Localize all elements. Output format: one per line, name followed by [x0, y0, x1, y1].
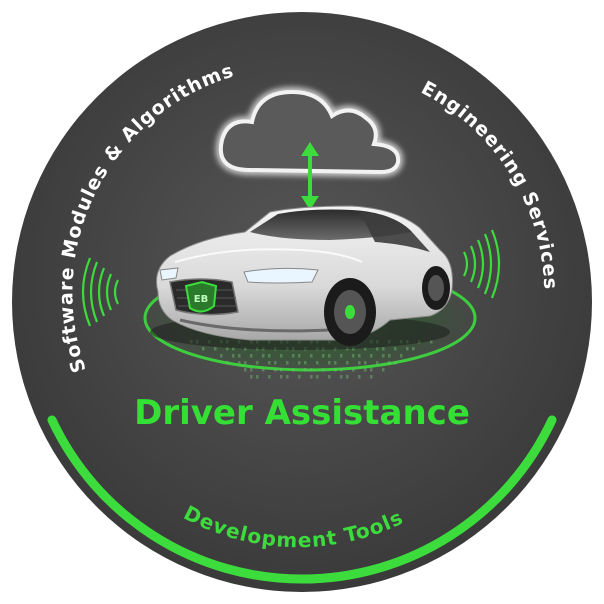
sensor-waves-right-icon: [463, 229, 501, 299]
bottom-accent-arc: [47, 415, 557, 584]
sensor-waves-left-icon: [81, 257, 119, 327]
shield-logo-icon: EB: [184, 280, 218, 313]
car-icon: [150, 205, 453, 350]
center-title: Driver Assistance: [134, 393, 470, 433]
double-arrow-vertical-icon: [301, 142, 319, 210]
cloud-icon: [215, 86, 404, 178]
svg-text:EB: EB: [194, 294, 208, 305]
